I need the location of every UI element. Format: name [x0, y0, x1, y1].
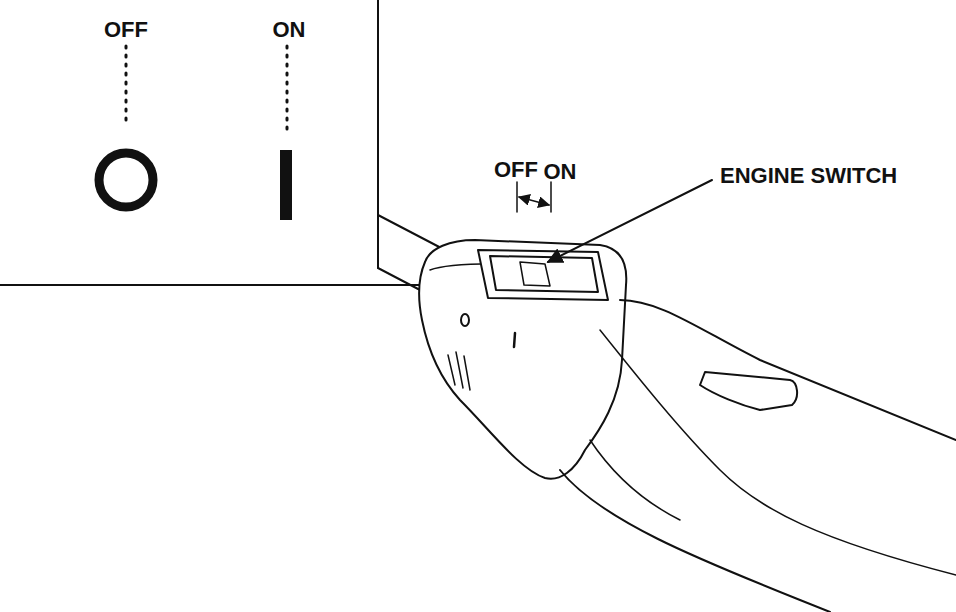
handle-contour	[590, 440, 680, 520]
travel-arrow	[519, 197, 549, 205]
shaft-edge	[378, 215, 445, 250]
grip-ribs	[448, 352, 470, 390]
state-label: ON	[544, 161, 577, 183]
leader-arrow	[548, 180, 712, 262]
handle-edge	[560, 470, 830, 612]
on-mark	[514, 333, 515, 347]
switch-rocker	[490, 256, 598, 292]
state-label: OFF	[104, 19, 148, 41]
part-name: ENGINE SWITCH	[720, 165, 897, 187]
dotted-leader	[125, 46, 128, 125]
rocker-face	[520, 262, 550, 286]
dotted-leader	[286, 46, 289, 132]
handle-edge	[620, 300, 956, 440]
off-mark	[461, 314, 469, 326]
switch-bezel	[478, 250, 608, 300]
state-label: ON	[273, 19, 306, 41]
switch-housing	[419, 240, 626, 479]
on-symbol	[280, 150, 292, 220]
callout-frame	[377, 0, 379, 268]
bracket-line	[516, 182, 518, 212]
state-label: OFF	[494, 159, 538, 181]
callout-frame	[0, 284, 440, 286]
handle-contour	[600, 330, 956, 575]
bracket-line	[550, 182, 552, 212]
shaft-edge	[378, 268, 420, 290]
throttle-lever	[700, 372, 797, 410]
off-symbol	[99, 153, 153, 207]
